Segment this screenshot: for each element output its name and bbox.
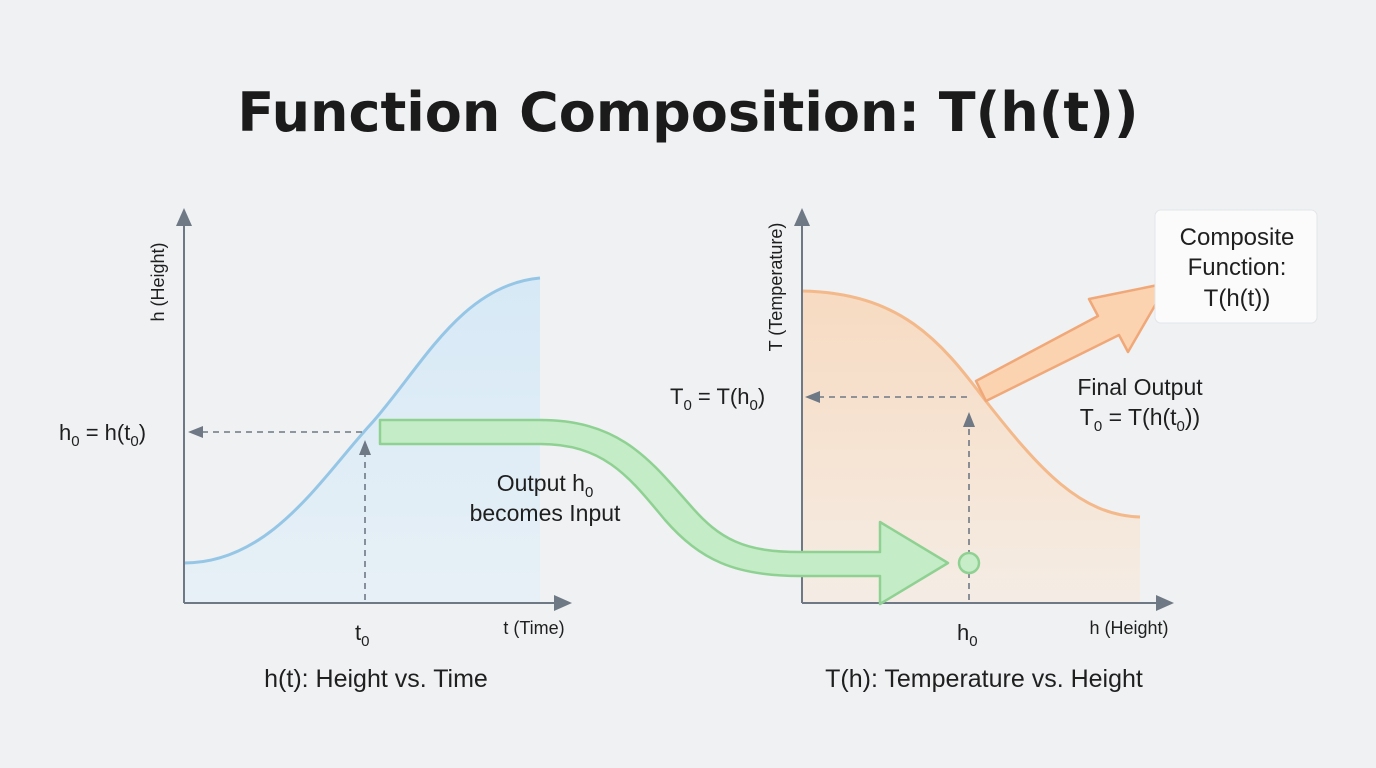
t-curve-fill <box>802 291 1140 602</box>
composite-box-background <box>1154 209 1318 324</box>
t0-marker-label: t0 <box>355 620 369 650</box>
diagram-title: Function Composition: T(h(t)) <box>237 81 1138 144</box>
h0-axis-marker-label: h0 <box>957 620 978 650</box>
t-y-axis-label: T (Temperature) <box>766 223 786 352</box>
h-y-axis-label: h (Height) <box>148 242 168 321</box>
composite-box-line2: Function: <box>1188 254 1287 281</box>
h0-marker-label: h0 = h(t0) <box>59 420 146 450</box>
output-arrow <box>974 281 1170 403</box>
right-plot-t-of-h: T (Temperature) h (Height) h0 T0 = T(h0)… <box>670 208 1174 693</box>
final-output-equation: T0 = T(h(t0)) <box>1080 404 1200 435</box>
composite-function-box: Composite Function: T(h(t)) <box>1154 209 1318 324</box>
t0-value-marker-label: T0 = T(h0) <box>670 384 765 414</box>
t-x-axis-label: h (Height) <box>1089 618 1168 638</box>
h0-vertical-guide-arrowhead <box>963 412 975 427</box>
t0-guide-arrowhead <box>359 440 371 455</box>
green-arrow-body <box>378 418 950 606</box>
transfer-arrow <box>378 418 950 606</box>
left-plot-h-of-t: h (Height) t (Time) t0 h0 = h(t0) h(t): … <box>59 208 572 693</box>
transfer-note-line2: becomes Input <box>470 500 621 526</box>
left-plot-caption: h(t): Height vs. Time <box>264 665 488 693</box>
h-x-axis-label: t (Time) <box>503 618 564 638</box>
h-curve-fill <box>184 278 540 602</box>
t0-horizontal-guide-arrowhead <box>805 391 820 403</box>
h0-guide-arrowhead <box>188 426 203 438</box>
transfer-note-line1: Output h0 <box>497 470 594 501</box>
orange-arrow-body <box>974 281 1170 403</box>
t-x-axis-arrowhead <box>1156 595 1174 611</box>
final-output-heading: Final Output <box>1077 374 1203 400</box>
composite-box-line3: T(h(t)) <box>1204 285 1271 312</box>
t-y-axis-arrowhead <box>794 208 810 226</box>
h-x-axis-arrowhead <box>554 595 572 611</box>
right-plot-caption: T(h): Temperature vs. Height <box>825 665 1143 693</box>
h-y-axis-arrowhead <box>176 208 192 226</box>
h0-input-point <box>957 551 981 575</box>
h-curve <box>183 276 541 565</box>
composite-box-line1: Composite <box>1180 224 1295 251</box>
